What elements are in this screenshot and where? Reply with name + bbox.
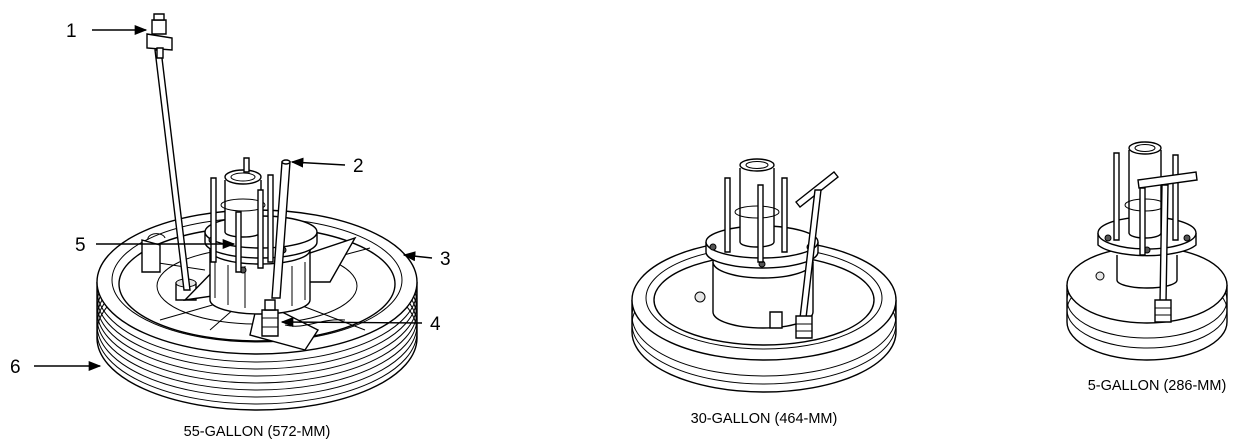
wiper-30-gallon: [631, 158, 897, 393]
caption-5-gallon: 5-GALLON (286-MM): [1088, 378, 1227, 394]
callout-3: 3: [440, 249, 451, 270]
callout-1: 1: [66, 21, 77, 42]
callout-5: 5: [75, 235, 86, 256]
callout-2: 2: [353, 156, 364, 177]
air-valve-55: [146, 13, 191, 291]
callout-4: 4: [430, 314, 441, 335]
caption-30-gallon: 30-GALLON (464-MM): [691, 411, 838, 427]
callout-leaders: [34, 24, 433, 372]
callout-6: 6: [10, 357, 21, 378]
caption-55-gallon: 55-GALLON (572-MM): [184, 424, 331, 440]
bleed-fitting-55: [261, 299, 279, 337]
wiper-55-gallon: [96, 13, 418, 411]
wiper-5-gallon: [1066, 141, 1228, 361]
